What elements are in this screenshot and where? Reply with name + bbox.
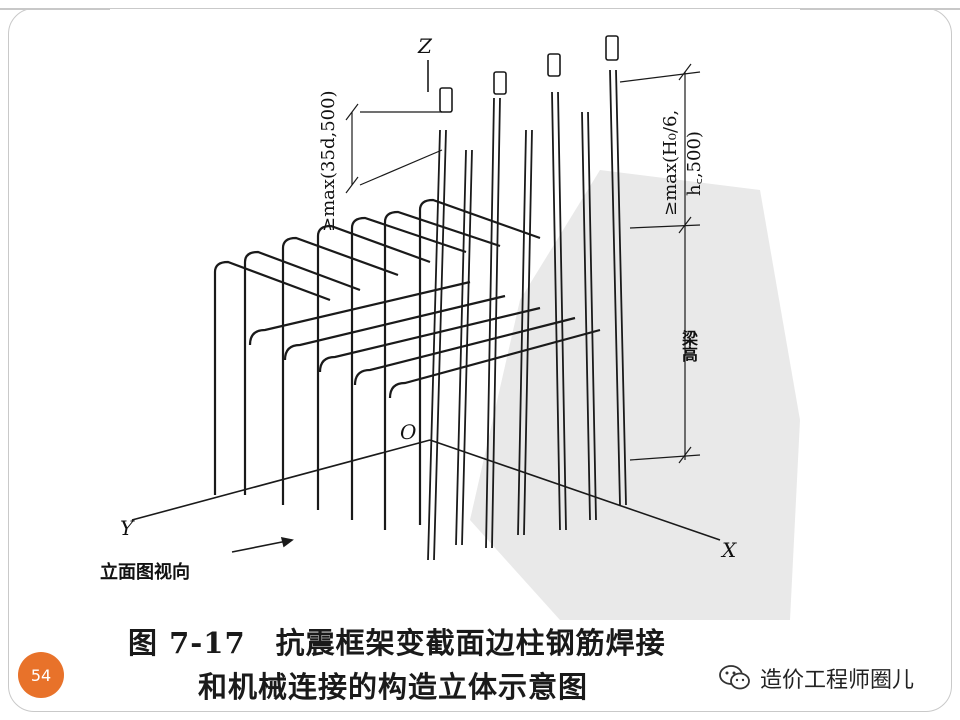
figure-caption-line-1: 图 7-17 抗震框架变截面边柱钢筋焊接 xyxy=(128,626,666,660)
dimension-right xyxy=(619,63,701,464)
top-decoration-right xyxy=(800,8,960,10)
main-bars xyxy=(427,69,627,561)
slide-frame xyxy=(8,8,952,712)
beam-height-label: 梁高 xyxy=(679,330,698,362)
couplers xyxy=(439,35,619,113)
axis-label-y: Y xyxy=(120,516,134,540)
view-direction-label: 立面图视向 xyxy=(100,562,190,583)
watermark-text: 造价工程师圈儿 xyxy=(760,668,915,693)
page-number-badge: 54 xyxy=(18,652,64,698)
watermark: 造价工程师圈儿 xyxy=(718,662,914,694)
dimension-label-right-1: ≥max(H₀/6, xyxy=(660,109,681,216)
figure-caption-line-2: 和机械连接的构造立体示意图 xyxy=(198,670,589,704)
watermark-shape xyxy=(470,170,800,620)
view-arrow-head xyxy=(280,536,294,548)
axis-label-origin: O xyxy=(400,420,417,444)
tie-bars xyxy=(213,198,601,530)
dimension-label-right-2: h꜀,500) xyxy=(684,131,705,196)
top-decoration-left xyxy=(0,8,110,10)
axis-x xyxy=(429,439,721,541)
dimension-left xyxy=(345,103,443,194)
dimension-label-left: ≥max(35d,500) xyxy=(318,90,339,232)
axis-label-x: X xyxy=(722,538,737,562)
wechat-icon xyxy=(719,665,750,690)
axis-y xyxy=(131,439,431,521)
view-arrow-line xyxy=(231,539,293,553)
axis-label-z: Z xyxy=(418,34,432,58)
